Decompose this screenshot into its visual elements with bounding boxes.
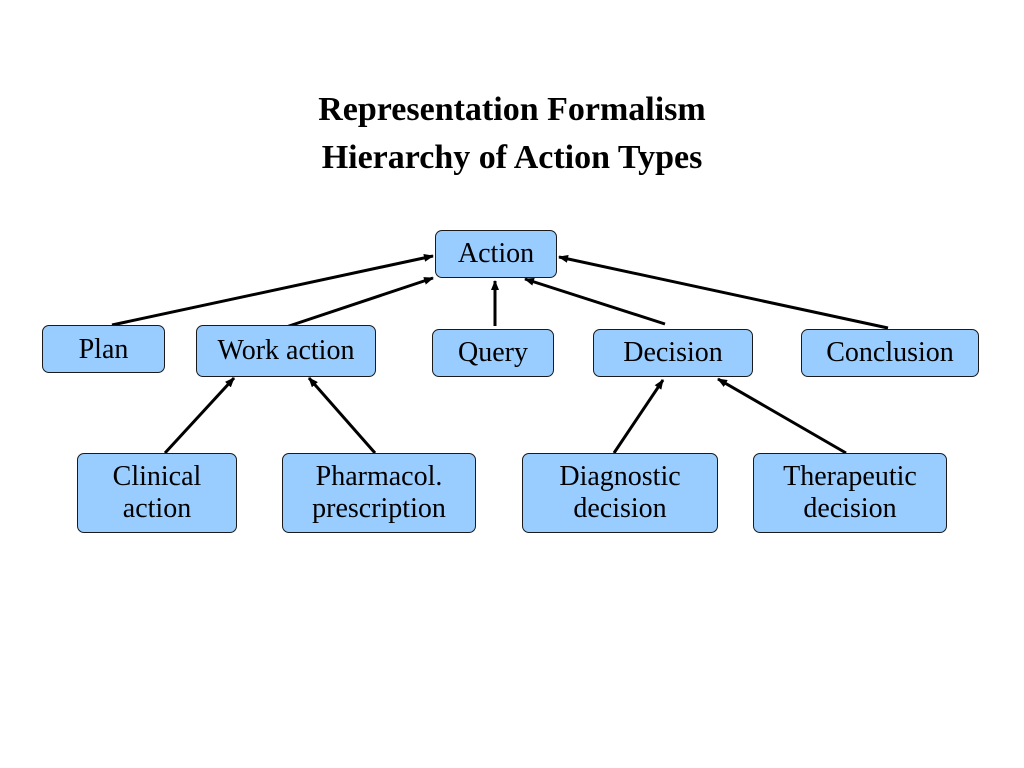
edge-pharmacol-to-work-action: [307, 377, 377, 454]
node-action: Action: [435, 230, 557, 278]
node-clinical-action-line-1: Clinical: [112, 461, 202, 492]
node-therapeutic-decision-line-1: Therapeutic: [783, 461, 917, 492]
node-diagnostic-decision: Diagnostic decision: [522, 453, 718, 533]
node-query: Query: [432, 329, 554, 377]
edge-conclusion-to-action: [558, 254, 889, 330]
node-therapeutic-decision: Therapeutic decision: [753, 453, 947, 533]
node-conclusion: Conclusion: [801, 329, 979, 377]
edge-plan-to-action: [111, 253, 434, 327]
node-work-action: Work action: [196, 325, 376, 377]
node-clinical-action-line-2: action: [122, 493, 192, 524]
title-line-1: Representation Formalism: [318, 91, 706, 128]
node-therapeutic-decision-line-2: decision: [803, 493, 897, 524]
node-query-label: Query: [458, 337, 528, 368]
node-plan: Plan: [42, 325, 165, 373]
edge-therapeutic-to-decision: [717, 377, 847, 455]
edge-diagnostic-to-decision: [612, 379, 665, 454]
node-clinical-action: Clinical action: [77, 453, 237, 533]
node-action-label: Action: [457, 238, 535, 269]
node-plan-label: Plan: [78, 334, 129, 365]
edge-clinical-to-work-action: [163, 376, 236, 455]
node-conclusion-label: Conclusion: [826, 337, 954, 368]
node-pharmacol-prescription-line-1: Pharmacol.: [315, 461, 443, 492]
edge-work-action-to-action: [282, 276, 434, 330]
title-line-2: Hierarchy of Action Types: [321, 139, 703, 176]
node-decision-label: Decision: [623, 337, 723, 368]
edge-decision-to-action: [524, 277, 666, 326]
node-pharmacol-prescription: Pharmacol. prescription: [282, 453, 476, 533]
node-diagnostic-decision-line-2: decision: [573, 493, 667, 524]
node-decision: Decision: [593, 329, 753, 377]
node-pharmacol-prescription-line-2: prescription: [312, 493, 446, 524]
node-diagnostic-decision-line-1: Diagnostic: [559, 461, 681, 492]
node-work-action-label: Work action: [217, 335, 355, 366]
